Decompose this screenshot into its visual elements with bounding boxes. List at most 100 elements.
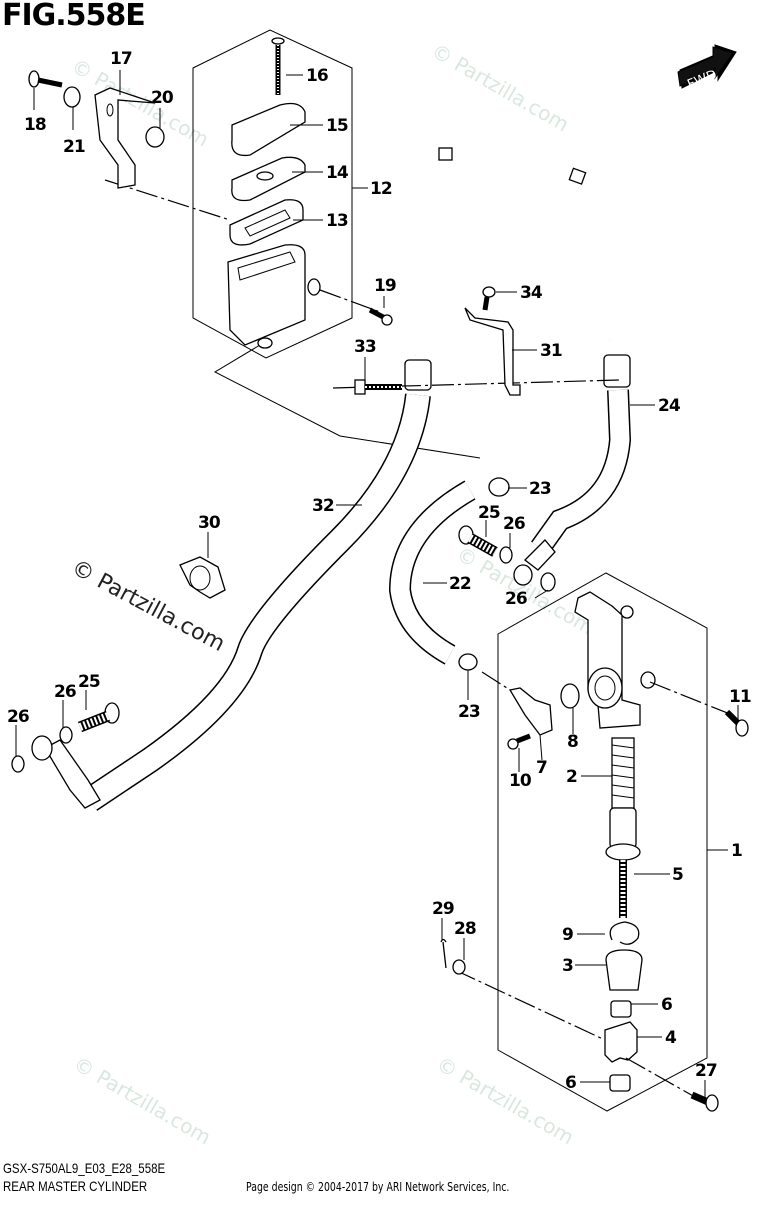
master-cylinder-group-outline xyxy=(497,572,708,1112)
watermark: © Partzilla.com xyxy=(70,1052,216,1150)
callout-26-center-1: 26 xyxy=(503,514,525,534)
figure-name: REAR MASTER CYLINDER xyxy=(3,1178,148,1194)
bracket-31 xyxy=(464,307,521,396)
bolt-34 xyxy=(482,286,496,311)
nut-6-upper xyxy=(610,1000,632,1018)
callout-32: 32 xyxy=(312,496,334,516)
hose-clamp-30 xyxy=(179,556,226,599)
callout-15: 15 xyxy=(326,116,348,136)
copyright-notice: Page design © 2004-2017 by ARI Network S… xyxy=(246,1180,510,1194)
callout-22: 22 xyxy=(449,574,471,594)
callout-27: 27 xyxy=(695,1061,717,1081)
diaphragm-13 xyxy=(229,199,304,246)
screw-10 xyxy=(507,733,531,750)
gasket-26 xyxy=(499,546,513,564)
callout-8: 8 xyxy=(567,732,578,752)
gasket-26 xyxy=(59,726,73,744)
figure-title: FIG.558E xyxy=(2,0,146,33)
union-bolt-25-center xyxy=(458,525,498,557)
callout-26-left-1: 26 xyxy=(54,682,76,702)
nut-6-lower xyxy=(609,1074,631,1092)
callout-31: 31 xyxy=(540,341,562,361)
washer-dash-line xyxy=(454,969,606,1041)
collar-20 xyxy=(145,126,165,148)
banjo-center xyxy=(513,539,556,586)
callout-23-lower: 23 xyxy=(458,702,480,722)
washer-28 xyxy=(452,959,466,975)
reservoir-connect-line xyxy=(213,344,481,459)
piston-rod-5 xyxy=(605,843,641,918)
callout-29: 29 xyxy=(432,899,454,919)
reservoir-body xyxy=(227,244,306,346)
piston xyxy=(609,807,637,849)
callout-21: 21 xyxy=(63,137,85,157)
watermark: © Partzilla.com xyxy=(428,39,574,137)
clamp-23-upper xyxy=(488,477,510,497)
callout-13: 13 xyxy=(326,211,348,231)
callout-10: 10 xyxy=(509,771,532,791)
hose-dash-line xyxy=(481,671,511,691)
pin-dash-line xyxy=(625,1057,696,1098)
connector-7 xyxy=(508,687,553,736)
callout-25-left: 25 xyxy=(78,672,100,692)
callout-9: 9 xyxy=(562,925,573,945)
callout-33: 33 xyxy=(354,337,376,357)
callout-30: 30 xyxy=(198,513,221,533)
watermark: © Partzilla.com xyxy=(68,54,214,152)
union-bolt-25-left xyxy=(77,702,120,733)
bolt11-dash-line xyxy=(649,681,736,717)
callout-3: 3 xyxy=(562,956,573,976)
callout-26-center-2: 26 xyxy=(505,589,527,609)
callout-4: 4 xyxy=(665,1028,677,1048)
clamp-23-lower xyxy=(458,653,478,671)
callout-19: 19 xyxy=(374,276,396,296)
fwd-arrow-icon: FWD xyxy=(677,44,737,93)
callout-17: 17 xyxy=(110,49,132,69)
bracket-17 xyxy=(94,87,156,189)
callout-14: 14 xyxy=(326,163,349,183)
pipe-fitting-right xyxy=(603,354,631,388)
spring-2 xyxy=(611,737,635,809)
callout-7: 7 xyxy=(536,758,547,778)
callout-24: 24 xyxy=(658,396,681,416)
callout-5: 5 xyxy=(672,865,683,885)
boot-3 xyxy=(605,949,643,991)
callout-28: 28 xyxy=(454,919,476,939)
circlip-9 xyxy=(609,921,640,945)
callout-11: 11 xyxy=(729,687,751,707)
bolt-11 xyxy=(724,709,749,737)
callout-23-upper: 23 xyxy=(529,479,551,499)
gasket-26 xyxy=(11,755,25,773)
callout-12: 12 xyxy=(370,179,392,199)
reservoir-group-outline xyxy=(192,29,353,359)
cap-15 xyxy=(231,102,306,157)
callout-25-center: 25 xyxy=(478,503,500,523)
banjo-left xyxy=(31,735,101,809)
bolt-18 xyxy=(28,70,63,88)
callout-1: 1 xyxy=(731,841,742,861)
clevis-4 xyxy=(604,1021,638,1063)
gasket-26 xyxy=(540,572,556,592)
callout-6-upper: 6 xyxy=(661,995,672,1015)
brake-pipes xyxy=(413,113,671,357)
callout-26-left-2: 26 xyxy=(7,707,29,727)
cotter-pin-29 xyxy=(440,938,447,969)
bolt-19 xyxy=(368,307,393,326)
callout-18: 18 xyxy=(24,115,46,135)
cushion-21 xyxy=(63,86,81,108)
watermark: © Partzilla.com xyxy=(433,1052,579,1150)
o-ring-8 xyxy=(560,683,580,709)
leader-lines xyxy=(15,70,739,1098)
callout-16: 16 xyxy=(306,66,328,86)
callout-34: 34 xyxy=(520,283,543,303)
bolt19-dash-line xyxy=(319,289,381,313)
callout-20: 20 xyxy=(151,88,174,108)
master-cylinder-body xyxy=(574,591,656,729)
model-code: GSX-S750AL9_E03_E28_558E xyxy=(3,1160,166,1176)
pipe-fitting-left xyxy=(404,359,432,391)
callout-2: 2 xyxy=(566,767,577,787)
callout-6-lower: 6 xyxy=(565,1073,576,1093)
bolt-33 xyxy=(354,379,402,395)
